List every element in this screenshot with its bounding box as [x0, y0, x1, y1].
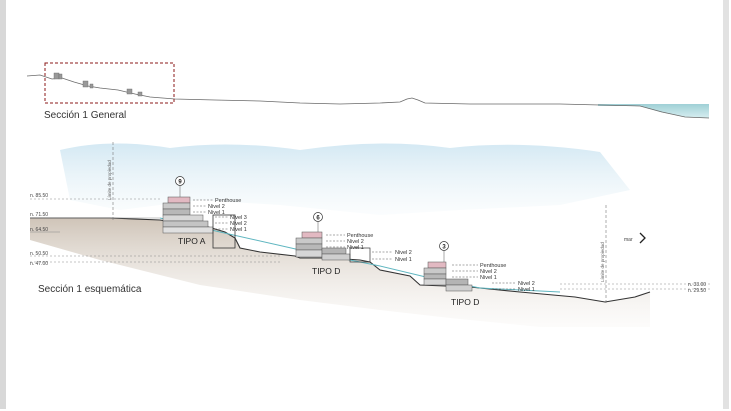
level-label: Penthouse: [347, 233, 373, 239]
elevation-lines: [30, 198, 710, 290]
level-label: Nivel 2: [480, 269, 497, 275]
general-section: Sección 1 General: [26, 62, 710, 121]
elevation-label-5: n. 47.00: [30, 261, 48, 267]
level-label: Nivel 1: [347, 245, 364, 251]
sea-area: [598, 104, 709, 118]
level-label: Nivel 3: [230, 215, 247, 221]
general-terrain-line: [26, 74, 710, 119]
water-line: [159, 217, 561, 293]
elevation-label-1: n. 85.50: [30, 193, 48, 199]
highlight-box: [44, 62, 175, 104]
building-number: 6: [316, 216, 320, 222]
level-label: Nivel 1: [480, 275, 497, 281]
schematic-terrain-fill: [30, 218, 650, 327]
level-label: Nivel 2: [395, 250, 412, 256]
level-label: Nivel 1: [518, 287, 535, 293]
building-number-badge: [439, 241, 449, 251]
building-number-badge: [175, 176, 185, 186]
building-type-label: TIPO A: [178, 236, 206, 246]
building-tipo-a: 9 TIPO A Penthouse Nivel 2 Nivel 1 Nivel…: [162, 176, 247, 249]
elevation-label-2: n. 71.50: [30, 212, 48, 218]
level-label: Nivel 1: [230, 227, 247, 233]
schematic-section: n. 85.50 n. 71.50 n. 64.50 n. 50.50 n. 4…: [30, 142, 710, 327]
level-label: Nivel 2: [230, 221, 247, 227]
sky-wash: [60, 143, 630, 215]
level-label: Nivel 1: [208, 210, 225, 216]
building-tipo-d-2: 3 TIPO D Penthouse Nivel 2 Nivel 1 Nivel…: [423, 241, 535, 307]
elevation-label-3: n. 64.50: [30, 227, 48, 233]
level-label: Penthouse: [480, 263, 506, 269]
level-label: Penthouse: [215, 198, 241, 204]
elevation-label-right-1: n. 33.00: [688, 282, 706, 288]
property-limit-label-left: Límite de propiedad: [107, 160, 112, 200]
level-label: Nivel 2: [518, 281, 535, 287]
building-number: 9: [178, 180, 182, 186]
sea-arrow-icon: [639, 232, 646, 244]
building-type-label: TIPO D: [451, 297, 479, 307]
level-label: Nivel 2: [208, 204, 225, 210]
general-buildings: [53, 72, 143, 97]
building-number-badge: [313, 212, 323, 222]
building-number: 3: [442, 245, 446, 251]
building-type-label: TIPO D: [312, 266, 340, 276]
level-label: Nivel 1: [395, 257, 412, 263]
general-section-title: Sección 1 General: [44, 110, 126, 121]
elevation-label-4: n. 50.50: [30, 251, 48, 257]
elevation-label-right-2: n. 29.50: [688, 288, 706, 294]
schematic-section-title: Sección 1 esquemática: [38, 284, 142, 295]
sea-label: mar: [624, 237, 633, 243]
property-limit-label-right: Límite de propiedad: [600, 242, 605, 282]
level-label: Nivel 2: [347, 239, 364, 245]
building-tipo-d-1: 6 TIPO D Penthouse Nivel 2 Nivel 1 Nivel…: [295, 212, 412, 276]
